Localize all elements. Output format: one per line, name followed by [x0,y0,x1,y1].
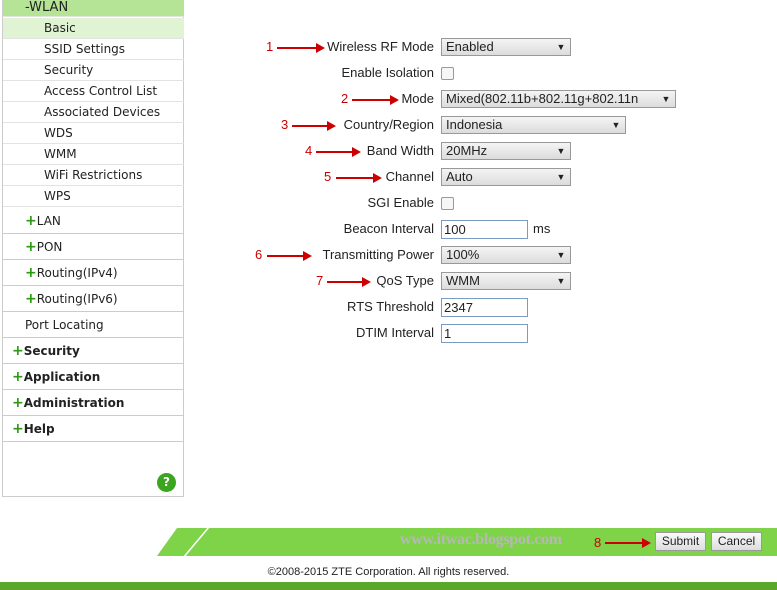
sidebar-item-wifi-restrictions[interactable]: WiFi Restrictions [3,165,184,186]
dropdown-arrow-icon: ▼ [556,42,566,52]
power-select[interactable]: 100% ▼ [441,246,571,264]
annotation-number: 6 [255,247,263,262]
channel-label: Channel [385,169,434,184]
country-select[interactable]: Indonesia ▼ [441,116,626,134]
plus-icon: + [25,213,37,229]
sidebar-item-routing-ipv6[interactable]: +Routing(IPv6) [3,286,184,312]
beacon-unit: ms [533,221,551,236]
power-label: Transmitting Power [322,247,435,262]
value: 100% [446,247,480,262]
annotation-number: 3 [281,117,289,132]
annotation-number: 1 [266,39,274,54]
bottom-bar [0,582,777,590]
bandwidth-select[interactable]: 20MHz ▼ [441,142,571,160]
rts-input[interactable]: 2347 [441,298,528,317]
watermark: www.itwac.blogspot.com [400,531,562,548]
arrow-icon [336,173,382,183]
value: Mixed(802.11b+802.11g+802.11n [446,91,639,106]
annotation-number: 7 [316,273,324,288]
label: Routing(IPv4) [36,266,118,280]
label: Application [23,370,101,384]
help-icon[interactable]: ? [157,473,176,492]
value: Auto [446,169,473,184]
arrow-icon [292,121,336,131]
sidebar-item-basic[interactable]: Basic [3,18,184,39]
qos-select[interactable]: WMM ▼ [441,272,571,290]
plus-icon: + [25,265,37,281]
dropdown-arrow-icon: ▼ [661,94,671,104]
arrow-icon [352,95,399,105]
sidebar-item-administration[interactable]: +Administration [3,390,184,416]
sidebar-item-wmm[interactable]: WMM [3,144,184,165]
sidebar-item-wlan[interactable]: -WLAN [3,0,184,17]
sidebar-item-port-locating[interactable]: Port Locating [3,312,184,338]
annotation-number: 8 [594,535,602,550]
dtim-label: DTIM Interval [355,325,434,340]
value: WMM [446,273,480,288]
arrow-icon [277,43,325,53]
plus-icon: + [12,369,24,385]
plus-icon: + [25,239,37,255]
sidebar-item-application[interactable]: +Application [3,364,184,390]
label: LAN [36,214,61,228]
label: Administration [23,396,125,410]
country-label: Country/Region [343,117,434,132]
dropdown-arrow-icon: ▼ [556,276,566,286]
label: PON [36,240,63,254]
annotation-number: 2 [341,91,349,106]
sidebar-item-pon[interactable]: +PON [3,234,184,260]
sidebar-item-help[interactable]: +Help [3,416,184,442]
copyright: ©2008-2015 ZTE Corporation. All rights r… [267,566,510,578]
channel-select[interactable]: Auto ▼ [441,168,571,186]
dropdown-arrow-icon: ▼ [556,172,566,182]
annotation-number: 5 [324,169,332,184]
label: Security [23,344,80,358]
submit-button[interactable]: Submit [655,532,706,551]
dropdown-arrow-icon: ▼ [611,120,621,130]
annotation-number: 4 [305,143,313,158]
plus-icon: + [12,343,24,359]
mode-select[interactable]: Mixed(802.11b+802.11g+802.11n ▼ [441,90,676,108]
arrow-icon [316,147,361,157]
sidebar-item-acl[interactable]: Access Control List [3,81,184,102]
mode-label: Mode [401,91,434,106]
sidebar: -WLAN Basic SSID Settings Security Acces… [2,0,184,497]
qos-label: QoS Type [376,273,434,288]
rf-mode-select[interactable]: Enabled ▼ [441,38,571,56]
plus-icon: + [12,395,24,411]
sidebar-item-lan[interactable]: +LAN [3,208,184,234]
rts-label: RTS Threshold [347,299,434,314]
sidebar-item-security-wlan[interactable]: Security [3,60,184,81]
arrow-icon [267,251,312,261]
dropdown-arrow-icon: ▼ [556,146,566,156]
cancel-button[interactable]: Cancel [711,532,762,551]
sidebar-item-security[interactable]: +Security [3,338,184,364]
isolation-checkbox[interactable] [441,67,454,80]
rf-mode-label: Wireless RF Mode [327,39,434,54]
beacon-input[interactable]: 100 [441,220,528,239]
dropdown-arrow-icon: ▼ [556,250,566,260]
label: Help [23,422,55,436]
sidebar-item-associated-devices[interactable]: Associated Devices [3,102,184,123]
plus-icon: + [25,291,37,307]
beacon-label: Beacon Interval [343,221,434,236]
arrow-icon [327,277,371,287]
sidebar-item-wps[interactable]: WPS [3,186,184,207]
sidebar-item-wds[interactable]: WDS [3,123,184,144]
sgi-label: SGI Enable [367,195,435,210]
dtim-input[interactable]: 1 [441,324,528,343]
bandwidth-label: Band Width [366,143,434,158]
sidebar-item-ssid-settings[interactable]: SSID Settings [3,39,184,60]
label: Routing(IPv6) [36,292,118,306]
sgi-checkbox[interactable] [441,197,454,210]
arrow-icon [605,538,651,548]
sidebar-item-routing-ipv4[interactable]: +Routing(IPv4) [3,260,184,286]
value: Indonesia [446,117,503,132]
plus-icon: + [12,421,24,437]
value: Enabled [446,39,494,54]
isolation-label: Enable Isolation [341,65,434,80]
value: 20MHz [446,143,488,158]
